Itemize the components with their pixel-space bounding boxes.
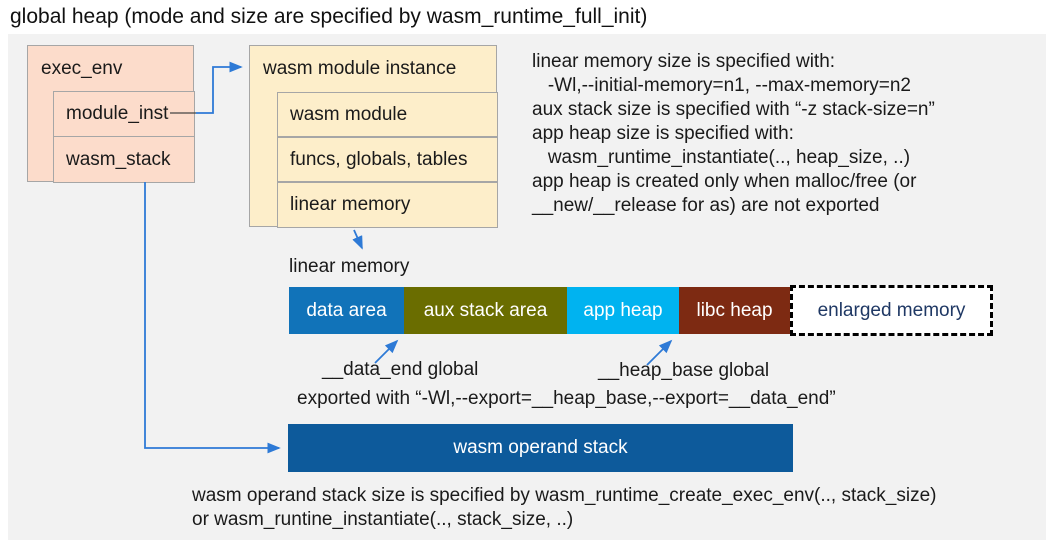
module-instance-row-funcs-globals-tables: funcs, globals, tables	[277, 137, 498, 182]
wasm-operand-stack-bar: wasm operand stack	[288, 424, 793, 472]
note-line: linear memory size is specified with:	[532, 51, 836, 72]
page-title: global heap (mode and size are specified…	[10, 5, 648, 28]
note-line: wasm operand stack size is specified by …	[192, 485, 937, 506]
note-line: __new/__release for as) are not exported	[532, 195, 880, 216]
note-line: app heap size is specified with:	[532, 123, 794, 144]
note-line: aux stack size is specified with “-z sta…	[532, 99, 935, 120]
module-instance-title: wasm module instance	[263, 58, 457, 79]
note-line: app heap is created only when malloc/fre…	[532, 171, 917, 192]
module-instance-row-wasm-module: wasm module	[277, 92, 498, 137]
segment-app-heap: app heap	[567, 287, 679, 334]
module-instance-row-linear-memory: linear memory	[277, 182, 498, 228]
heap-base-global-label: __heap_base global	[598, 360, 770, 381]
module-instance-box: wasm module instance wasm module funcs, …	[249, 45, 498, 228]
segment-aux-stack-area: aux stack area	[404, 287, 567, 334]
segment-enlarged-memory: enlarged memory	[790, 285, 993, 336]
data-end-global-label: __data_end global	[322, 359, 479, 380]
exec-env-row-module-inst: module_inst	[53, 91, 195, 137]
export-note: exported with “-Wl,--export=__heap_base,…	[297, 388, 836, 409]
exec-env-row-wasm-stack: wasm_stack	[53, 136, 195, 183]
note-line: -Wl,--initial-memory=n1, --max-memory=n2	[532, 75, 911, 96]
segment-data-area: data area	[289, 287, 404, 334]
exec-env-title: exec_env	[41, 57, 123, 79]
exec-env-box: exec_env module_inst wasm_stack	[27, 45, 195, 183]
linear-memory-label: linear memory	[289, 256, 410, 277]
note-line: wasm_runtime_instantiate(.., heap_size, …	[532, 147, 911, 168]
operand-stack-notes: wasm operand stack size is specified by …	[192, 484, 937, 532]
linear-memory-notes: linear memory size is specified with: -W…	[532, 50, 935, 218]
segment-libc-heap: libc heap	[679, 287, 790, 334]
note-line: or wasm_runtine_instantiate(.., stack_si…	[192, 509, 574, 530]
